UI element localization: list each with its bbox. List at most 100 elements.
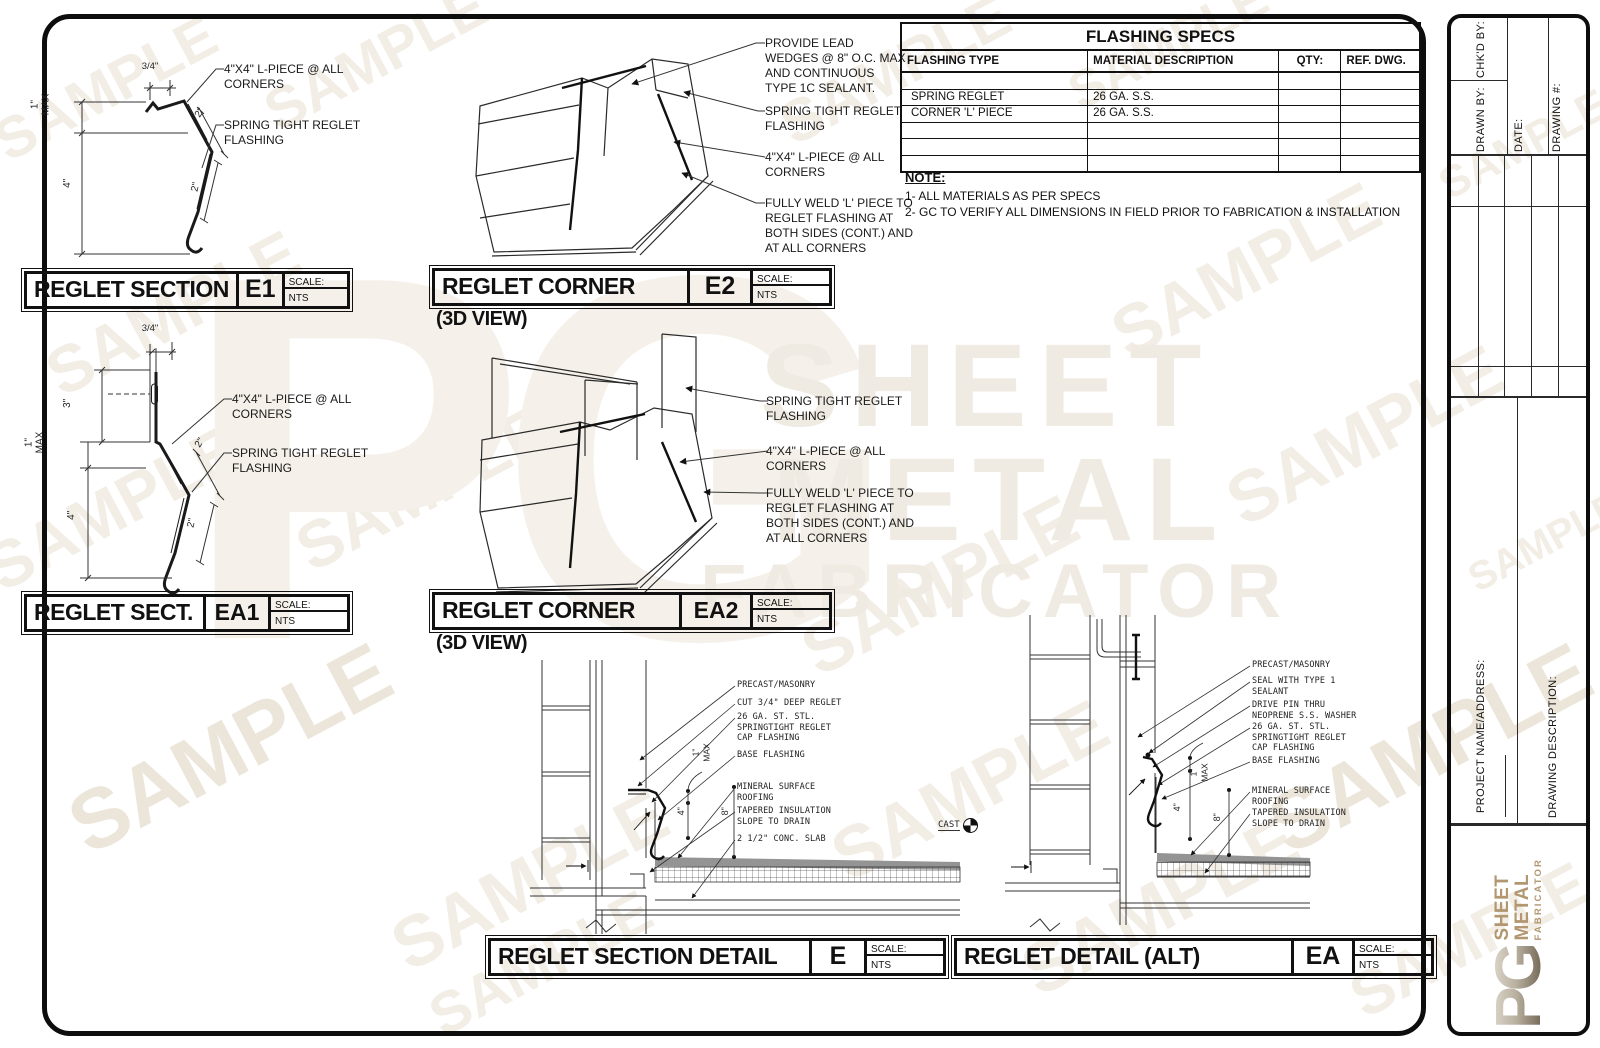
label-mineral-roofing: MINERAL SURFACE ROOFING xyxy=(1252,786,1331,807)
cell-ref xyxy=(1341,156,1419,172)
scale-value: NTS xyxy=(871,960,891,971)
scale-box: SCALE: NTS xyxy=(753,271,829,303)
callout-l-piece: 4"X4" L-PIECE @ ALL CORNERS xyxy=(765,150,884,179)
note-item: 2- GC TO VERIFY ALL DIMENSIONS IN FIELD … xyxy=(905,205,1401,219)
cell-qty xyxy=(1279,89,1342,105)
label-drive-pin: DRIVE PIN THRU NEOPRENE S.S. WASHER xyxy=(1252,700,1357,721)
detail-title-ea: REGLET DETAIL (ALT) xyxy=(957,941,1294,973)
detail-code-e: E xyxy=(812,941,867,973)
sheet-border xyxy=(42,14,1426,1036)
cell-type xyxy=(902,139,1089,155)
table-row: SPRING REGLET 26 GA. S.S. xyxy=(902,89,1419,106)
table-row xyxy=(902,73,1419,90)
pg-logo-mark: PG xyxy=(1481,946,1554,1029)
project-name-label: PROJECT NAME/ADDRESS: xyxy=(1475,659,1487,813)
note-item: 1- ALL MATERIALS AS PER SPECS xyxy=(905,189,1101,203)
cell-material xyxy=(1088,73,1280,89)
detail-title-e2: REGLET CORNER xyxy=(435,271,690,303)
scale-box: SCALE: NTS xyxy=(1355,941,1431,973)
cast-label: CAST xyxy=(938,820,960,831)
cell-ref xyxy=(1341,123,1419,139)
dim-three-quarter: 3/4" xyxy=(141,61,159,72)
date-label: DATE: xyxy=(1513,118,1525,152)
cell-ref xyxy=(1341,73,1419,89)
col-header-ref-dwg: REF. DWG. xyxy=(1346,55,1406,67)
scale-label: SCALE: xyxy=(284,274,347,289)
cell-type xyxy=(902,73,1089,89)
scale-label: SCALE: xyxy=(1355,941,1431,956)
cell-type: CORNER 'L' PIECE xyxy=(902,106,1089,122)
cell-qty xyxy=(1279,122,1342,138)
label-tapered-insulation: TAPERED INSULATION SLOPE TO DRAIN xyxy=(737,806,831,827)
reglet-corner-e2-drawing xyxy=(475,42,766,257)
cell-type: SPRING REGLET xyxy=(902,89,1089,105)
callout-weld: FULLY WELD 'L' PIECE TO REGLET FLASHING … xyxy=(766,486,915,545)
scale-box: SCALE: NTS xyxy=(753,595,829,627)
label-tapered-insulation: TAPERED INSULATION SLOPE TO DRAIN xyxy=(1252,808,1346,829)
cell-ref xyxy=(1341,90,1419,106)
cell-qty xyxy=(1279,73,1342,89)
cell-type xyxy=(902,155,1089,171)
dim-four: 4" xyxy=(65,510,77,520)
col-header-material: MATERIAL DESCRIPTION xyxy=(1088,51,1280,71)
cell-qty xyxy=(1279,106,1342,122)
dim-four: 4" xyxy=(1171,803,1182,812)
logo-word-sheet: SHEET xyxy=(1492,874,1514,941)
ghost-logo-sheet: SHEET xyxy=(760,320,1214,452)
reglet-corner-ea2-drawing xyxy=(479,333,769,594)
label-base-flashing: BASE FLASHING xyxy=(1252,756,1320,766)
dim-three-quarter: 3/4" xyxy=(141,323,159,334)
scale-label: SCALE: xyxy=(271,597,347,612)
scale-box: SCALE: NTS xyxy=(271,597,347,629)
table-row xyxy=(902,139,1419,156)
table-row xyxy=(902,155,1419,172)
detail-subtitle-ea2: (3D VIEW) xyxy=(436,632,528,654)
table-header-row: FLASHING TYPE MATERIAL DESCRIPTION QTY: … xyxy=(902,51,1419,73)
label-cap-flashing: 26 GA. ST. STL. SPRINGTIGHT REGLET CAP F… xyxy=(737,712,831,743)
ghost-pg-logo: PG xyxy=(180,168,901,749)
label-base-flashing: BASE FLASHING xyxy=(737,750,805,760)
note-block: NOTE: 1- ALL MATERIALS AS PER SPECS 2- G… xyxy=(905,170,1400,220)
label-conc-slab: 2 1/2" CONC. SLAB xyxy=(737,834,826,844)
cell-type xyxy=(902,122,1089,138)
reglet-section-detail-e-drawing xyxy=(530,660,961,934)
project-blank-line xyxy=(1505,755,1507,817)
callout-spring-tight: SPRING TIGHT REGLET FLASHING xyxy=(232,446,369,475)
cast-marker: CAST xyxy=(938,818,978,833)
scale-value: NTS xyxy=(275,616,295,627)
dim-one-max: 1" MAX xyxy=(1188,763,1210,782)
cell-material: 26 GA. S.S. xyxy=(1088,106,1280,122)
scale-box: SCALE: NTS xyxy=(867,941,943,973)
scale-label: SCALE: xyxy=(753,595,829,610)
detail-title-e: REGLET SECTION DETAIL xyxy=(491,941,812,973)
dim-one-max: 1" MAX xyxy=(29,93,52,116)
callout-l-piece: 4"X4" L-PIECE @ ALL CORNERS xyxy=(766,444,885,473)
table-row: CORNER 'L' PIECE 26 GA. S.S. xyxy=(902,106,1419,123)
scale-value: NTS xyxy=(757,614,777,625)
reglet-section-e1-drawing xyxy=(74,68,229,258)
scale-value: NTS xyxy=(757,290,777,301)
titleblock-border xyxy=(1447,14,1590,1036)
callout-spring-tight: SPRING TIGHT REGLET FLASHING xyxy=(224,118,361,147)
callout-spring-tight: SPRING TIGHT REGLET FLASHING xyxy=(766,394,903,423)
drawing-description-label: DRAWING DESCRIPTION: xyxy=(1547,675,1559,818)
detail-code-ea2: EA2 xyxy=(682,595,753,627)
detail-title-ea2: REGLET CORNER xyxy=(435,595,682,627)
ghost-logo-fabricator: FABRICATOR xyxy=(700,549,1292,634)
col-header-flashing-type: FLASHING TYPE xyxy=(902,51,1089,71)
label-precast-masonry: PRECAST/MASONRY xyxy=(1252,660,1331,670)
table-row xyxy=(902,122,1419,139)
label-cut-reglet: CUT 3/4" DEEP REGLET xyxy=(737,698,842,708)
scale-box: SCALE: NTS xyxy=(284,274,347,306)
cell-material xyxy=(1088,155,1280,171)
dim-eight: 8" xyxy=(1211,813,1222,822)
detail-title-e1: REGLET SECTION xyxy=(27,274,239,306)
note-heading: NOTE: xyxy=(905,170,946,185)
cell-material: 26 GA. S.S. xyxy=(1088,89,1280,105)
scale-label: SCALE: xyxy=(867,941,943,956)
callout-lead-wedges: PROVIDE LEAD WEDGES @ 8" O.C. MAX AND CO… xyxy=(765,36,906,95)
cell-qty xyxy=(1279,139,1342,155)
dim-four: 4" xyxy=(61,178,73,188)
ghost-logo-metal: METAL xyxy=(772,434,1230,566)
